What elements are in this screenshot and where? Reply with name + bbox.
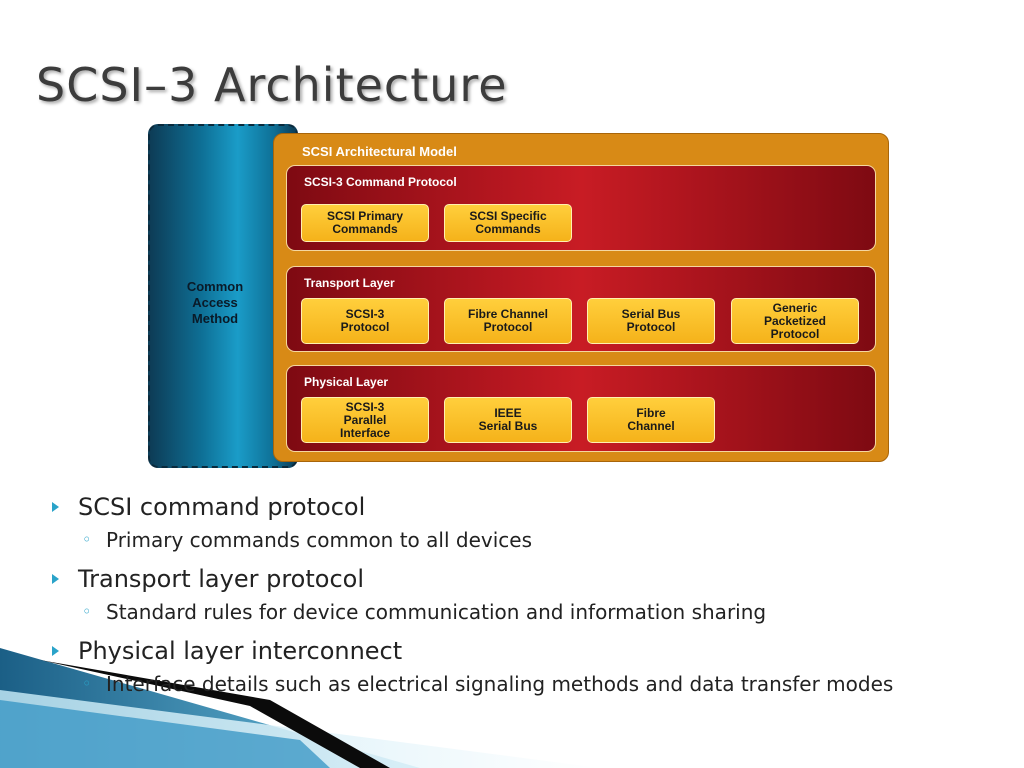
common-access-method-label: Common Access Method <box>186 279 244 326</box>
fibre-channel-protocol-box: Fibre Channel Protocol <box>444 298 572 344</box>
scsi-3-protocol-box: SCSI-3 Protocol <box>301 298 429 344</box>
bullet-list: SCSI command protocol ◦ Primary commands … <box>48 490 988 706</box>
bullet-item: Transport layer protocol <box>48 562 988 598</box>
sub-bullet-item: ◦ Standard rules for device communication… <box>48 598 988 626</box>
bullet-text: Transport layer protocol <box>78 565 364 593</box>
bullet-item: Physical layer interconnect <box>48 634 988 670</box>
scsi-specific-commands-box: SCSI Specific Commands <box>444 204 572 242</box>
scsi-architectural-model: SCSI Architectural Model SCSI-3 Command … <box>273 133 889 462</box>
sub-bullet-circle-icon: ◦ <box>82 530 92 549</box>
physical-layer: Physical Layer SCSI-3 Parallel Interface… <box>286 365 876 452</box>
sub-bullet-item: ◦ Interface details such as electrical si… <box>48 670 988 698</box>
layer-title: SCSI-3 Command Protocol <box>304 175 457 189</box>
generic-packetized-protocol-box: Generic Packetized Protocol <box>731 298 859 344</box>
command-protocol-layer: SCSI-3 Command Protocol SCSI Primary Com… <box>286 165 876 251</box>
sub-bullet-circle-icon: ◦ <box>82 602 92 621</box>
layer-title: Transport Layer <box>304 276 395 290</box>
sub-bullet-text: Interface details such as electrical sig… <box>106 672 894 696</box>
model-title: SCSI Architectural Model <box>302 144 457 159</box>
serial-bus-protocol-box: Serial Bus Protocol <box>587 298 715 344</box>
slide-title: SCSI–3 Architecture <box>36 58 508 112</box>
scsi-3-parallel-interface-box: SCSI-3 Parallel Interface <box>301 397 429 443</box>
bullet-text: SCSI command protocol <box>78 493 366 521</box>
sub-bullet-text: Standard rules for device communication … <box>106 600 767 624</box>
transport-layer: Transport Layer SCSI-3 Protocol Fibre Ch… <box>286 266 876 352</box>
bullet-arrow-icon <box>52 502 59 512</box>
bullet-arrow-icon <box>52 574 59 584</box>
bullet-arrow-icon <box>52 646 59 656</box>
layer-title: Physical Layer <box>304 375 389 389</box>
sub-bullet-circle-icon: ◦ <box>82 674 92 693</box>
scsi-primary-commands-box: SCSI Primary Commands <box>301 204 429 242</box>
bullet-item: SCSI command protocol <box>48 490 988 526</box>
fibre-channel-box: Fibre Channel <box>587 397 715 443</box>
ieee-serial-bus-box: IEEE Serial Bus <box>444 397 572 443</box>
sub-bullet-text: Primary commands common to all devices <box>106 528 532 552</box>
sub-bullet-item: ◦ Primary commands common to all devices <box>48 526 988 554</box>
bullet-text: Physical layer interconnect <box>78 637 403 665</box>
